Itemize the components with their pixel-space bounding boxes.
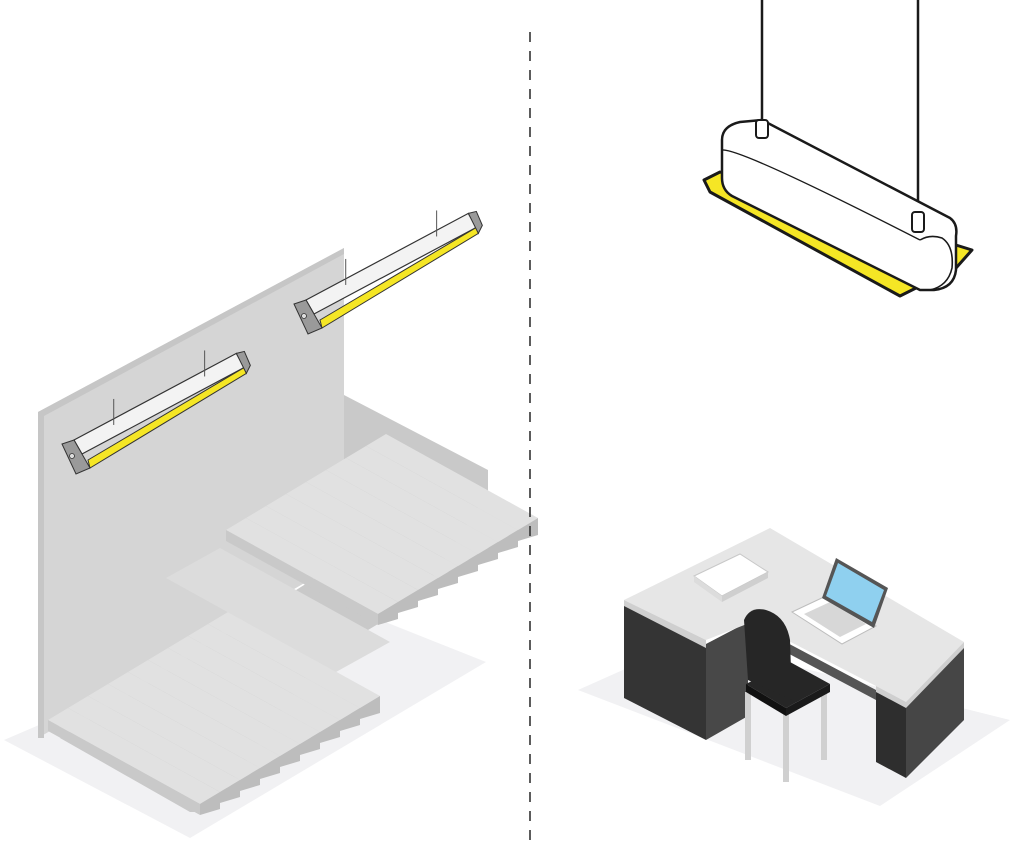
lower-step-end bbox=[300, 732, 320, 755]
desk-right-pedestal-front bbox=[876, 690, 906, 778]
suspended-light-end-cap bbox=[919, 235, 954, 291]
upper-step-end bbox=[438, 566, 458, 589]
upper-step-end bbox=[478, 542, 498, 565]
chair-seat-edge bbox=[746, 684, 786, 716]
lower-step-end bbox=[360, 696, 380, 719]
desk-chair bbox=[744, 609, 830, 782]
upper-step-end bbox=[378, 602, 398, 625]
desk-book-edge bbox=[694, 576, 722, 602]
desk-book-edge-side bbox=[722, 572, 768, 602]
upper-step-end bbox=[498, 530, 518, 553]
upper-step-end bbox=[518, 518, 538, 541]
suspended-light bbox=[702, 0, 974, 298]
lower-step-tread bbox=[128, 660, 300, 756]
upper-step-end bbox=[418, 578, 438, 601]
upper-stair-flight bbox=[226, 434, 538, 625]
lower-step-end bbox=[280, 744, 300, 767]
upper-step-tread bbox=[266, 494, 438, 590]
lower-step-end bbox=[240, 768, 260, 791]
lower-step-tread bbox=[168, 636, 340, 732]
laptop-keyboard bbox=[804, 602, 866, 637]
lower-step-tread bbox=[188, 624, 360, 720]
upper-step-tread bbox=[366, 434, 538, 530]
upper-step-end bbox=[458, 554, 478, 577]
desk-left-pedestal-front bbox=[624, 604, 706, 740]
upper-step-tread bbox=[226, 518, 398, 614]
lower-step-tread bbox=[48, 708, 220, 804]
suspended-light-top-edge bbox=[721, 149, 921, 241]
mount-right bbox=[911, 211, 925, 233]
office-panel bbox=[578, 0, 1010, 806]
wall-light-end-cap bbox=[61, 439, 91, 475]
lower-step-end bbox=[200, 792, 220, 815]
wall-light-indicator bbox=[301, 313, 307, 319]
desk-scene bbox=[578, 528, 1010, 806]
lower-step-tread bbox=[88, 684, 260, 780]
upper-step-tread bbox=[326, 458, 498, 554]
upper-step-tread bbox=[346, 446, 518, 542]
stairwell-panel bbox=[4, 210, 538, 838]
upper-step-tread bbox=[286, 482, 458, 578]
upper-step-riser bbox=[226, 530, 378, 625]
mount-left bbox=[755, 119, 769, 139]
upper-step-tread bbox=[246, 506, 418, 602]
lower-step-tread bbox=[108, 672, 280, 768]
wall-lights bbox=[61, 210, 483, 475]
lower-stair-flight bbox=[48, 612, 380, 815]
upper-step-end bbox=[398, 590, 418, 613]
laptop-screen bbox=[826, 563, 884, 622]
suspended-light-housing bbox=[720, 118, 958, 292]
chair-back bbox=[744, 609, 792, 700]
lower-step-end bbox=[260, 756, 280, 779]
desk-right-pedestal-side bbox=[906, 646, 964, 778]
lower-step-end bbox=[220, 780, 240, 803]
lower-step-tread bbox=[68, 696, 240, 792]
lower-step-end bbox=[340, 708, 360, 731]
upper-step-tread bbox=[306, 470, 478, 566]
chair-seat-edge-side bbox=[786, 684, 830, 716]
stair-wall bbox=[38, 248, 344, 738]
lower-step-riser bbox=[48, 720, 200, 815]
wall-light-end-cap bbox=[293, 299, 323, 335]
stair-landing bbox=[166, 548, 390, 672]
lower-step-end bbox=[320, 720, 340, 743]
wall-light-end-cap bbox=[467, 210, 483, 235]
desk-left-pedestal-side bbox=[706, 622, 748, 740]
wall-light-end-cap bbox=[235, 350, 251, 375]
desk-top-edge bbox=[624, 600, 706, 648]
lower-step-tread bbox=[208, 612, 380, 708]
wall-light-indicator bbox=[69, 453, 75, 459]
lower-step-tread bbox=[148, 648, 320, 744]
wall-light bbox=[61, 350, 251, 475]
wall-light bbox=[293, 210, 483, 335]
